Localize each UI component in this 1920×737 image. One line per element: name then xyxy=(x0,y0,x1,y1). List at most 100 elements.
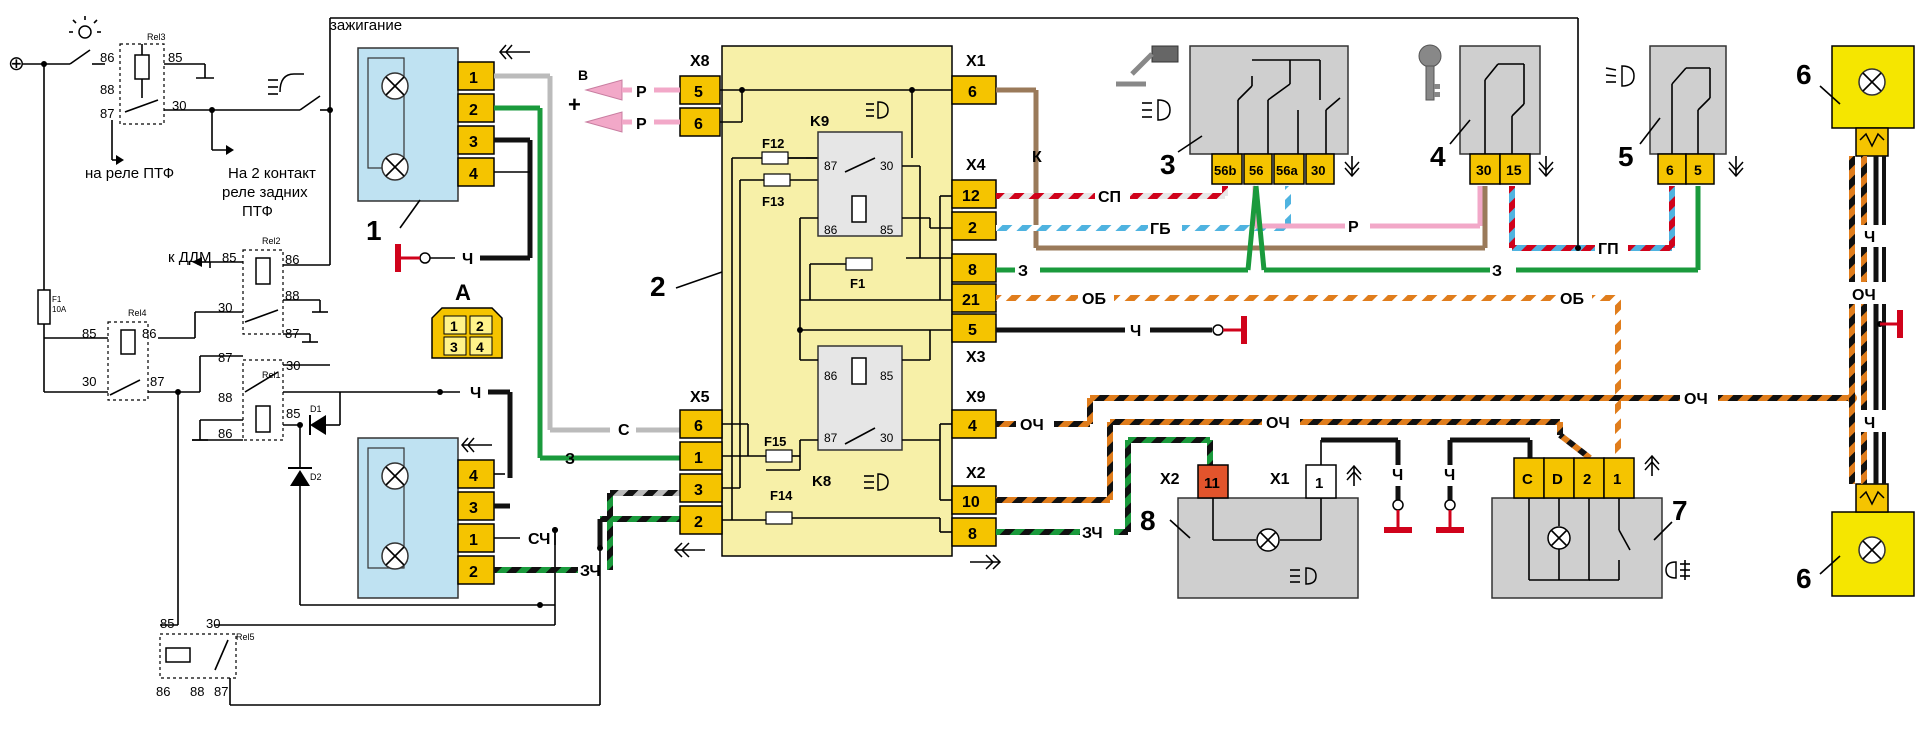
svg-text:Rel3: Rel3 xyxy=(147,32,166,42)
component-label-2: 2 xyxy=(650,271,666,302)
svg-text:1: 1 xyxy=(469,70,478,87)
wire-code-zch-right: ЗЧ xyxy=(1082,525,1103,542)
component-7: C D 2 1 7 xyxy=(1491,454,1690,599)
svg-text:85: 85 xyxy=(880,223,894,237)
svg-text:X2: X2 xyxy=(966,465,986,482)
component-label-6-bottom: 6 xyxy=(1796,563,1812,594)
svg-text:3: 3 xyxy=(469,134,478,151)
battery-plus-symbol: ⊕ xyxy=(8,53,25,75)
fuse-f15: F15 xyxy=(764,434,793,463)
switch-3-headlight-icon xyxy=(1142,99,1171,121)
wire-code-ch-6bottom: Ч xyxy=(1864,415,1875,432)
to-ddm-label: к ДДМ xyxy=(168,249,212,266)
relay-rel3: Rel3 86 85 88 87 30 xyxy=(100,32,186,125)
svg-text:12: 12 xyxy=(962,188,980,205)
svg-text:87: 87 xyxy=(214,684,228,699)
svg-text:87: 87 xyxy=(100,106,114,121)
svg-text:1: 1 xyxy=(469,532,478,549)
wire-code-ob-2: ОБ xyxy=(1560,291,1584,308)
fog-lamp-2: 4 3 1 2 xyxy=(357,437,495,599)
component-8: 11 X2 1 X1 8 xyxy=(1140,464,1362,599)
svg-text:3: 3 xyxy=(450,339,458,355)
component-6-bottom: 6 xyxy=(1796,483,1915,597)
key-icon xyxy=(1418,44,1442,101)
svg-text:2: 2 xyxy=(476,318,484,334)
svg-text:88: 88 xyxy=(190,684,204,699)
lamp-1-pins: 1 2 3 4 xyxy=(457,61,495,187)
svg-text:10: 10 xyxy=(962,494,980,511)
svg-text:X9: X9 xyxy=(966,389,986,406)
fuse-f1-label: F1 xyxy=(52,295,62,304)
svg-text:D2: D2 xyxy=(310,472,322,482)
wire-code-och-6: ОЧ xyxy=(1852,287,1876,304)
svg-text:85: 85 xyxy=(168,50,182,65)
battery-b-inputs: В + Р Р xyxy=(568,67,680,133)
relay-k9: K9 87 30 86 85 xyxy=(810,101,903,237)
to-ptf-relay-label: на реле ПТФ xyxy=(85,165,174,182)
component-label-3: 3 xyxy=(1160,149,1176,180)
mounting-block-2: 2 X8 5 6 X1 6 X4 12 2 8 21 5 X3 X9 4 X2 … xyxy=(650,45,1002,570)
svg-text:2: 2 xyxy=(469,102,478,119)
svg-text:3: 3 xyxy=(694,482,703,499)
diode-d2: D2 xyxy=(288,467,322,486)
switch-5-connector-icon xyxy=(1728,156,1744,178)
svg-text:85: 85 xyxy=(160,616,174,631)
wire-code-z-left: З xyxy=(565,451,575,468)
svg-text:85: 85 xyxy=(286,406,300,421)
svg-text:X1: X1 xyxy=(1270,471,1290,488)
wire-code-sp: СП xyxy=(1098,189,1121,206)
light-switch-icon xyxy=(69,16,101,39)
k9-headlight-icon xyxy=(866,101,889,119)
block-arrow-right-icon xyxy=(970,554,1002,570)
component-8-headlight-icon xyxy=(1290,567,1317,585)
svg-text:X1: X1 xyxy=(966,53,986,70)
relay-rel5: Rel5 85 30 86 88 87 xyxy=(156,616,255,699)
switch-4-connector-icon xyxy=(1538,156,1554,178)
component-label-6-top: 6 xyxy=(1796,59,1812,90)
svg-text:Rel5: Rel5 xyxy=(236,632,255,642)
relay-rel2: Rel2 85 86 88 30 87 xyxy=(218,236,299,341)
pedal-icon xyxy=(1116,45,1179,87)
wire-code-ob-1: ОБ xyxy=(1082,291,1106,308)
wire-code-och-x2: ОЧ xyxy=(1266,415,1290,432)
svg-text:K9: K9 xyxy=(810,113,829,130)
svg-text:56: 56 xyxy=(1249,163,1263,178)
connector-arrow-icon xyxy=(499,44,530,60)
b-letter: В xyxy=(578,67,588,83)
svg-text:4: 4 xyxy=(968,418,977,435)
svg-text:X4: X4 xyxy=(966,157,986,174)
relay-rel4: Rel4 85 86 30 87 xyxy=(82,308,164,401)
svg-text:30: 30 xyxy=(1311,163,1325,178)
component-7-connector-icon xyxy=(1644,454,1660,476)
wire-code-och-x9: ОЧ xyxy=(1020,417,1044,434)
fuse-f12: F12 xyxy=(761,136,789,165)
svg-text:X2: X2 xyxy=(1160,471,1180,488)
connector-view-a: А 1 2 3 4 xyxy=(431,280,503,359)
svg-text:86: 86 xyxy=(824,223,838,237)
svg-text:5: 5 xyxy=(1694,162,1702,178)
svg-text:F1: F1 xyxy=(850,276,865,291)
svg-text:F13: F13 xyxy=(762,194,784,209)
fuse-f1-rating: 10A xyxy=(52,305,67,314)
switch-3: 56b 56 56a 30 3 xyxy=(1116,45,1360,185)
wire-code-sch: СЧ xyxy=(528,531,550,548)
fuse-f1-block: F1 xyxy=(845,257,873,291)
svg-text:86: 86 xyxy=(100,50,114,65)
svg-text:88: 88 xyxy=(100,82,114,97)
component-label-1: 1 xyxy=(366,215,382,246)
wire-code-s: С xyxy=(618,422,630,439)
svg-text:2: 2 xyxy=(469,564,478,581)
svg-text:15: 15 xyxy=(1506,162,1522,178)
svg-text:6: 6 xyxy=(694,418,703,435)
block-arrow-left-icon xyxy=(673,542,705,558)
svg-text:30: 30 xyxy=(1476,162,1492,178)
switch-5: 6 5 5 xyxy=(1605,45,1744,185)
svg-text:X5: X5 xyxy=(690,389,710,406)
svg-text:2: 2 xyxy=(694,514,703,531)
lamp-2-pins: 4 3 1 2 xyxy=(457,459,495,585)
relay-k8: K8 86 85 87 30 xyxy=(812,345,903,491)
svg-text:30: 30 xyxy=(206,616,220,631)
svg-text:4: 4 xyxy=(469,468,478,485)
switch-5-headlight-icon xyxy=(1605,65,1635,87)
